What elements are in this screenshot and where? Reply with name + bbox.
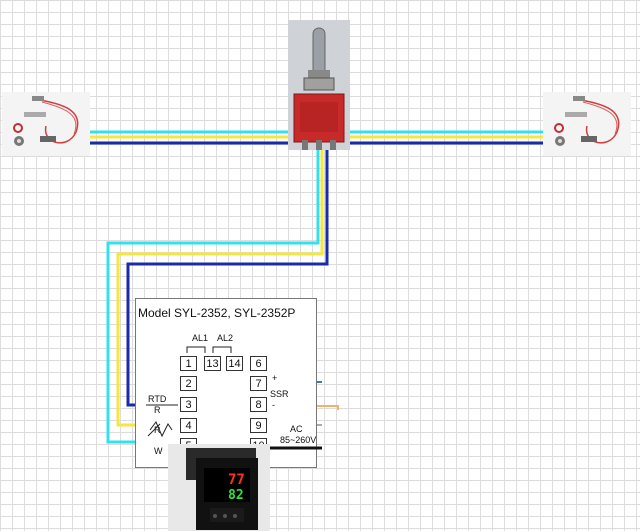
model-title: Model SYL-2352, SYL-2352P [138, 306, 296, 320]
ssr-plus-sign: + [272, 373, 278, 383]
terminal-1: 1 [180, 356, 197, 371]
terminal-4: 4 [180, 418, 197, 433]
al2-label: AL2 [217, 333, 234, 343]
terminal-14: 14 [226, 356, 243, 371]
al1-label: AL1 [192, 333, 209, 343]
rtd-label: RTD [148, 394, 167, 404]
alarm-bracket [186, 346, 232, 353]
controller-pv-display: 77 [228, 472, 245, 488]
terminal-7: 7 [250, 376, 267, 391]
right-rtd-probe-image [543, 92, 631, 156]
terminal-13: 13 [204, 356, 221, 371]
rtd-r1-label: R [154, 405, 161, 415]
ssr-label: SSR [270, 389, 289, 399]
ssr-minus-sign: - [272, 400, 275, 410]
rtd-r2-label: R [154, 425, 161, 435]
wire-cyan-to-terminal-5 [106, 150, 320, 444]
temperature-controller-image: 77 82 [168, 444, 270, 531]
terminal-8: 8 [250, 397, 267, 412]
terminal-6: 6 [250, 356, 267, 371]
rtd-w-label: W [154, 446, 163, 456]
ac-label: AC [290, 424, 303, 434]
controller-wiring-panel [135, 298, 317, 468]
terminal-9: 9 [250, 418, 267, 433]
controller-sv-display: 82 [228, 488, 244, 503]
left-rtd-probe-image [2, 92, 90, 156]
rtd-resistor-symbol [146, 404, 178, 438]
ac-black-wire [266, 446, 322, 450]
ac-range-label: 85~260V [280, 435, 317, 445]
toggle-switch-image [288, 20, 350, 150]
terminal-3: 3 [180, 397, 197, 412]
terminal-2: 2 [180, 376, 197, 391]
